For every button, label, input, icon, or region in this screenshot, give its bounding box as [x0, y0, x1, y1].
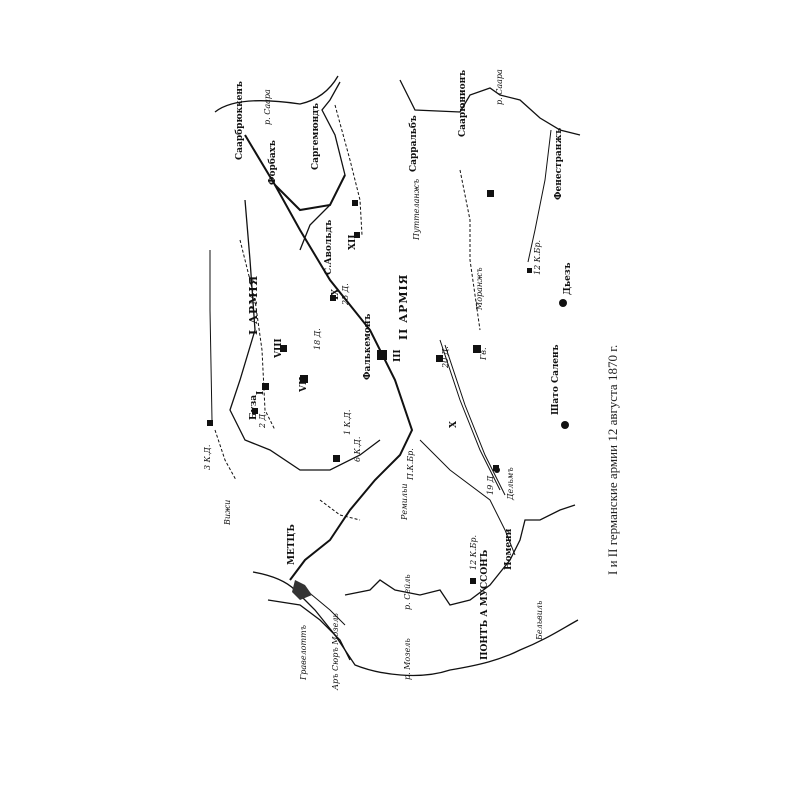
- nied-river: [229, 199, 381, 471]
- town-faulquemont: Фалькемонъ: [363, 314, 373, 380]
- unit-6-cd: 6 К.Д.: [353, 437, 362, 462]
- unit-2-d: 2 Д.: [258, 411, 267, 429]
- saar-river: [214, 75, 346, 251]
- unit-pkbr: П.К.Бр.: [406, 448, 415, 481]
- first-army-label: I АРМІЯ: [247, 275, 260, 335]
- river-label-saar: р. Саара: [263, 89, 272, 125]
- town-st-avold: С.Авольдъ: [324, 220, 334, 275]
- town-gravelotte: Гравелоттъ: [299, 625, 308, 681]
- town-boulay: Буза: [249, 395, 259, 420]
- corps-X: X: [449, 421, 459, 428]
- town-ars: Аръ Сюръ Мозель: [331, 613, 340, 691]
- river-label-seille: р. Сейль: [403, 574, 412, 610]
- town-chateau-salins: Шато Саленъ: [551, 344, 561, 415]
- town-puttelange: Путтеланжъ: [412, 179, 421, 241]
- town-sarre-union: Саарюнионъ: [458, 70, 468, 137]
- town-forbach: Форбахъ: [267, 140, 278, 185]
- road-parallel-1: [439, 339, 501, 491]
- unit-18-d: 18 Д.: [313, 328, 322, 350]
- town-fenetrange: Фенестранжъ: [554, 128, 564, 200]
- town-sarralbe: Сарральбъ: [408, 115, 419, 172]
- corps-IX: IX: [331, 289, 341, 300]
- road-fenetrange: [527, 129, 552, 263]
- seille-river: [344, 504, 576, 606]
- unit-19-d: 19 Д.: [486, 473, 495, 495]
- road-north: [209, 250, 213, 421]
- town-morhange: Моранжъ: [475, 267, 484, 311]
- town-dieuze: Дьезъ: [563, 262, 573, 295]
- corps-VIII: VIII: [274, 338, 284, 359]
- road-vigy: [214, 429, 237, 481]
- town-delme: Дельмъ: [506, 467, 515, 501]
- town-saarbrucken: Саарбрюккенъ: [234, 81, 245, 160]
- main-road: [244, 134, 414, 581]
- unit-25-d: 25 Д.: [341, 283, 350, 306]
- river-label-moselle: р. Мозель: [403, 638, 412, 680]
- road-forbach-sarreguemines: [274, 174, 346, 212]
- town-sarreguemines: Саргемюндъ: [311, 103, 321, 170]
- saar-river-upper: [399, 79, 581, 136]
- road-metz-east: [319, 499, 361, 521]
- map-caption: I и II германские армии 12 августа 1870 …: [605, 345, 620, 575]
- moselle-river: [252, 571, 579, 677]
- second-army-label: II АРМІЯ: [397, 274, 410, 340]
- corps-III: III: [393, 349, 403, 362]
- unit-12-kbr-east: 12 К.Бр.: [533, 240, 542, 275]
- town-nomeny: Номени: [504, 528, 514, 570]
- town-vigy: Вижи: [223, 500, 232, 526]
- road-east-1: [459, 169, 481, 331]
- town-belleville: Бельвиль: [535, 601, 544, 641]
- metz-fortress: [292, 580, 312, 600]
- town-pont-a-mousson: ПОНТЪ А МУССОНЪ: [480, 549, 490, 660]
- road-pont-nomeny: [419, 439, 516, 556]
- moselle-river-bank: [267, 599, 351, 661]
- road-east-2: [334, 104, 363, 236]
- town-metz: МЕТЦЪ: [287, 524, 297, 565]
- corps-markers: [207, 190, 569, 584]
- unit-guard: Гв.: [479, 348, 488, 362]
- corps-I: I: [256, 391, 266, 395]
- unit-20-d: 20 Д.: [441, 346, 450, 369]
- corps-XII: XII: [348, 235, 358, 250]
- town-remilly: Ремильи: [400, 483, 409, 521]
- unit-3-cd: 3 К.Д.: [203, 445, 212, 470]
- road-parallel-2: [444, 344, 506, 496]
- unit-1-cd: 1 К.Д.: [343, 410, 352, 435]
- unit-12-kbr-south: 12 К.Бр.: [469, 535, 478, 570]
- river-label-saar-upper: р. Саара: [495, 69, 504, 105]
- road-first-army: [239, 239, 276, 431]
- corps-VII: VII: [299, 377, 309, 393]
